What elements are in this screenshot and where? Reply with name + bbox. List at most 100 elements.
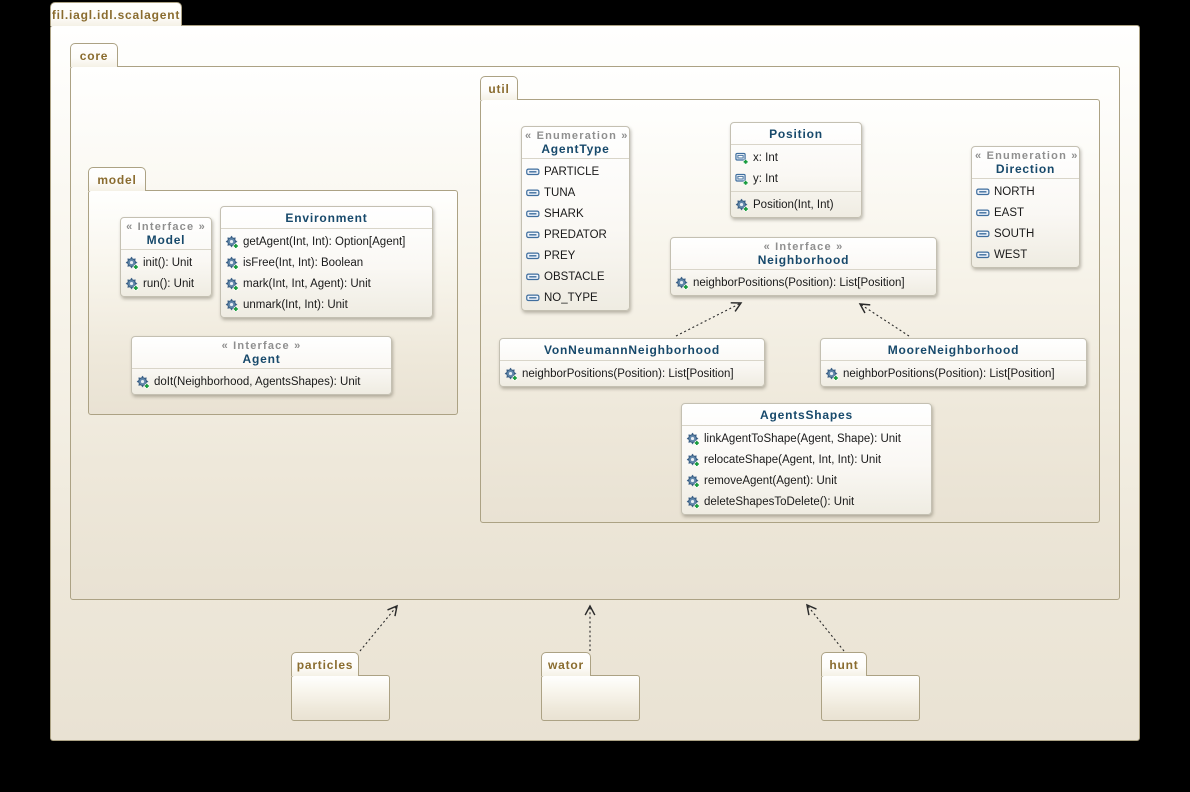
method-row: neighborPositions(Position): List[Positi… bbox=[825, 363, 1082, 384]
package-particles-body[interactable] bbox=[291, 675, 390, 721]
class-von-neumann-neighborhood[interactable]: VonNeumannNeighborhood neighborPositions… bbox=[499, 338, 765, 387]
stereotype-label: « Enumeration » bbox=[975, 150, 1079, 162]
package-util-tab[interactable]: util bbox=[480, 76, 518, 100]
class-agent-header: « Interface » Agent bbox=[132, 337, 391, 369]
member-label: PREDATOR bbox=[544, 228, 607, 241]
method-icon bbox=[125, 256, 139, 270]
stereotype-label: « Enumeration » bbox=[525, 130, 629, 142]
method-list: neighborPositions(Position): List[Positi… bbox=[671, 270, 936, 295]
package-model-label: model bbox=[97, 172, 137, 187]
member-label: getAgent(Int, Int): Option[Agent] bbox=[243, 235, 406, 248]
package-particles-label: particles bbox=[296, 657, 354, 672]
class-model-header: « Interface » Model bbox=[121, 218, 211, 250]
method-row: isFree(Int, Int): Boolean bbox=[225, 252, 428, 273]
method-list: neighborPositions(Position): List[Positi… bbox=[500, 361, 764, 386]
method-row: init(): Unit bbox=[125, 252, 207, 273]
method-row: neighborPositions(Position): List[Positi… bbox=[675, 272, 932, 293]
member-label: doIt(Neighborhood, AgentsShapes): Unit bbox=[154, 375, 361, 388]
method-icon bbox=[225, 277, 239, 291]
package-hunt-label: hunt bbox=[829, 657, 859, 672]
package-util-label: util bbox=[488, 81, 510, 96]
member-label: EAST bbox=[994, 206, 1025, 219]
enum-direction-header: « Enumeration » Direction bbox=[972, 147, 1079, 179]
stereotype-label: « Interface » bbox=[221, 340, 302, 352]
class-moore-neighborhood[interactable]: MooreNeighborhood neighborPositions(Posi… bbox=[820, 338, 1087, 387]
attribute-icon bbox=[735, 151, 749, 165]
member-label: relocateShape(Agent, Int, Int): Unit bbox=[704, 453, 882, 466]
class-title: Direction bbox=[995, 162, 1056, 176]
method-icon bbox=[125, 277, 139, 291]
literal-row: PARTICLE bbox=[526, 161, 625, 182]
member-label: SOUTH bbox=[994, 227, 1035, 240]
member-label: neighborPositions(Position): List[Positi… bbox=[693, 276, 905, 289]
member-label: linkAgentToShape(Agent, Shape): Unit bbox=[704, 432, 901, 445]
class-environment[interactable]: Environment getAgent(Int, Int): Option[A… bbox=[220, 206, 433, 318]
member-label: y: Int bbox=[753, 172, 778, 185]
class-title: Model bbox=[146, 233, 186, 247]
literal-row: EAST bbox=[976, 202, 1075, 223]
package-model-tab[interactable]: model bbox=[88, 167, 146, 191]
member-label: PREY bbox=[544, 249, 576, 262]
package-root-tab[interactable]: fil.iagl.idl.scalagent bbox=[50, 2, 182, 26]
class-title: AgentType bbox=[541, 142, 610, 156]
method-row: linkAgentToShape(Agent, Shape): Unit bbox=[686, 428, 927, 449]
literal-row: OBSTACLE bbox=[526, 266, 625, 287]
method-row: run(): Unit bbox=[125, 273, 207, 294]
package-hunt-tab[interactable]: hunt bbox=[821, 652, 867, 676]
member-label: WEST bbox=[994, 248, 1028, 261]
member-label: run(): Unit bbox=[143, 277, 195, 290]
class-title: Position bbox=[769, 127, 823, 141]
class-position-header: Position bbox=[731, 123, 861, 145]
attribute-row: y: Int bbox=[735, 168, 857, 189]
attribute-list: x: Int y: Int bbox=[731, 145, 861, 191]
enum-agent-type[interactable]: « Enumeration » AgentType PARTICLE TUNA … bbox=[521, 126, 630, 311]
stereotype-label: « Interface » bbox=[126, 221, 206, 233]
constructor-row: Position(Int, Int) bbox=[735, 194, 857, 215]
method-row: mark(Int, Int, Agent): Unit bbox=[225, 273, 428, 294]
member-label: NO_TYPE bbox=[544, 291, 598, 304]
package-wator-body[interactable] bbox=[541, 675, 640, 721]
method-icon bbox=[686, 495, 700, 509]
enum-literal-icon bbox=[976, 248, 990, 262]
member-label: OBSTACLE bbox=[544, 270, 605, 283]
enum-literal-icon bbox=[526, 186, 540, 200]
class-agents-shapes[interactable]: AgentsShapes linkAgentToShape(Agent, Sha… bbox=[681, 403, 932, 515]
class-neighborhood[interactable]: « Interface » Neighborhood neighborPosit… bbox=[670, 237, 937, 296]
package-wator-label: wator bbox=[547, 657, 584, 672]
class-agent[interactable]: « Interface » Agent doIt(Neighborhood, A… bbox=[131, 336, 392, 395]
method-row: getAgent(Int, Int): Option[Agent] bbox=[225, 231, 428, 252]
method-row: relocateShape(Agent, Int, Int): Unit bbox=[686, 449, 927, 470]
method-list: init(): Unit run(): Unit bbox=[121, 250, 211, 296]
package-core-tab[interactable]: core bbox=[70, 43, 118, 67]
literal-row: NO_TYPE bbox=[526, 287, 625, 308]
enum-direction[interactable]: « Enumeration » Direction NORTH EAST SOU… bbox=[971, 146, 1080, 268]
stereotype-label: « Interface » bbox=[763, 241, 844, 253]
class-model[interactable]: « Interface » Model init(): Unit run(): … bbox=[120, 217, 212, 297]
member-label: removeAgent(Agent): Unit bbox=[704, 474, 837, 487]
method-row: doIt(Neighborhood, AgentsShapes): Unit bbox=[136, 371, 387, 392]
class-title: Neighborhood bbox=[757, 253, 850, 267]
method-icon bbox=[735, 198, 749, 212]
method-icon bbox=[686, 432, 700, 446]
class-environment-header: Environment bbox=[221, 207, 432, 229]
package-wator-tab[interactable]: wator bbox=[541, 652, 591, 676]
class-title: Environment bbox=[285, 211, 368, 225]
literal-row: NORTH bbox=[976, 181, 1075, 202]
literal-row: SOUTH bbox=[976, 223, 1075, 244]
package-root-label: fil.iagl.idl.scalagent bbox=[51, 7, 181, 22]
enum-literal-icon bbox=[526, 270, 540, 284]
class-title: Agent bbox=[242, 352, 281, 366]
package-particles-tab[interactable]: particles bbox=[291, 652, 359, 676]
package-hunt-body[interactable] bbox=[821, 675, 920, 721]
member-label: unmark(Int, Int): Unit bbox=[243, 298, 348, 311]
enum-literal-icon bbox=[526, 228, 540, 242]
class-position[interactable]: Position x: Int y: Int Position(Int, Int… bbox=[730, 122, 862, 218]
member-label: neighborPositions(Position): List[Positi… bbox=[522, 367, 734, 380]
class-title: VonNeumannNeighborhood bbox=[543, 343, 721, 357]
literal-row: TUNA bbox=[526, 182, 625, 203]
literal-row: SHARK bbox=[526, 203, 625, 224]
method-list: neighborPositions(Position): List[Positi… bbox=[821, 361, 1086, 386]
literal-list: NORTH EAST SOUTH WEST bbox=[972, 179, 1079, 267]
method-icon bbox=[686, 474, 700, 488]
